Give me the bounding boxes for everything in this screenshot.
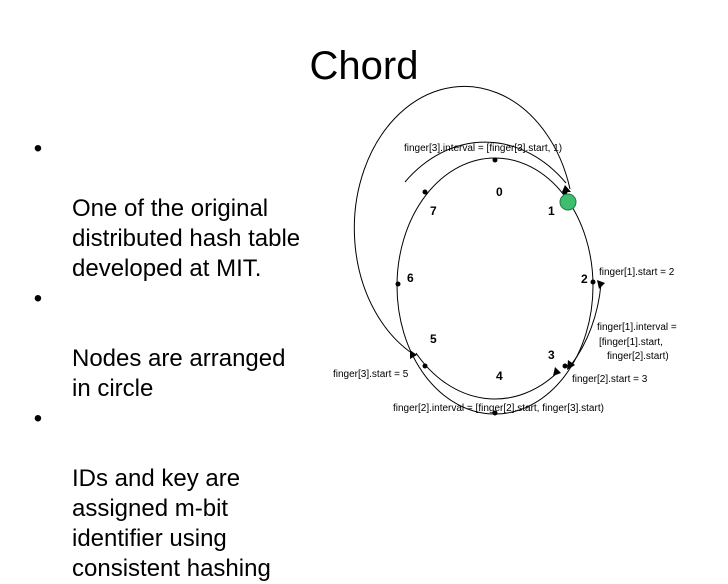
ring-id-label: 0 [496, 185, 503, 199]
active-node-marker [559, 193, 577, 211]
finger1-interval-label: finger[2].start) [607, 351, 669, 362]
node-dot [562, 363, 568, 369]
arrow-head [597, 280, 605, 289]
bullet-text: Nodes are arranged in circle [72, 345, 286, 402]
finger1-interval-arc [570, 283, 602, 366]
chord-ring-diagram: 0 1 2 3 4 5 6 7 finger[3].interval = [fi… [333, 85, 677, 416]
ring-id-label: 5 [430, 332, 437, 346]
finger1-interval-label: [finger[1].start, [599, 337, 663, 348]
node-dot [422, 363, 428, 369]
node-dot [562, 189, 568, 195]
finger2-start-label: finger[2].start = 3 [572, 374, 648, 385]
finger2-interval-label: finger[2].interval = [finger[2].start, f… [393, 403, 604, 414]
node-dot [395, 281, 401, 287]
bullet-icon: • [33, 405, 43, 432]
node-dot [492, 157, 498, 163]
node-dot [590, 279, 596, 285]
finger3-start-label: finger[3].start = 5 [333, 369, 409, 380]
arrow-head [553, 367, 561, 376]
finger1-interval-label: finger[1].interval = [597, 322, 677, 333]
ring-id-label: 2 [581, 272, 588, 286]
bullet-text: One of the original distributed hash tab… [72, 195, 301, 282]
ring-id-label: 6 [407, 271, 414, 285]
ring-id-label: 3 [548, 348, 555, 362]
finger3-interval-arc [353, 85, 571, 355]
finger-pointer-arc [404, 141, 567, 184]
slide: Chord • One of the original distributed … [28, 44, 677, 582]
finger2-interval-arc [415, 352, 560, 400]
finger3-interval-label: finger[3].interval = [finger[3].start, 1… [404, 143, 562, 154]
bullet-item: • One of the original distributed hash t… [28, 134, 338, 284]
slide-title: Chord [309, 44, 419, 88]
arrow-head [567, 360, 575, 370]
arrow-head [410, 350, 417, 359]
ring-id-label: 1 [548, 204, 555, 218]
finger1-start-label: finger[1].start = 2 [599, 267, 675, 278]
ring-id-label: 7 [430, 204, 437, 218]
node-dot [422, 189, 428, 195]
bullet-icon: • [33, 135, 43, 162]
bullet-item: • Nodes are arranged in circle [28, 284, 338, 404]
node-dot [492, 410, 498, 416]
bullet-icon: • [33, 285, 43, 312]
ring-id-label: 4 [496, 369, 503, 383]
